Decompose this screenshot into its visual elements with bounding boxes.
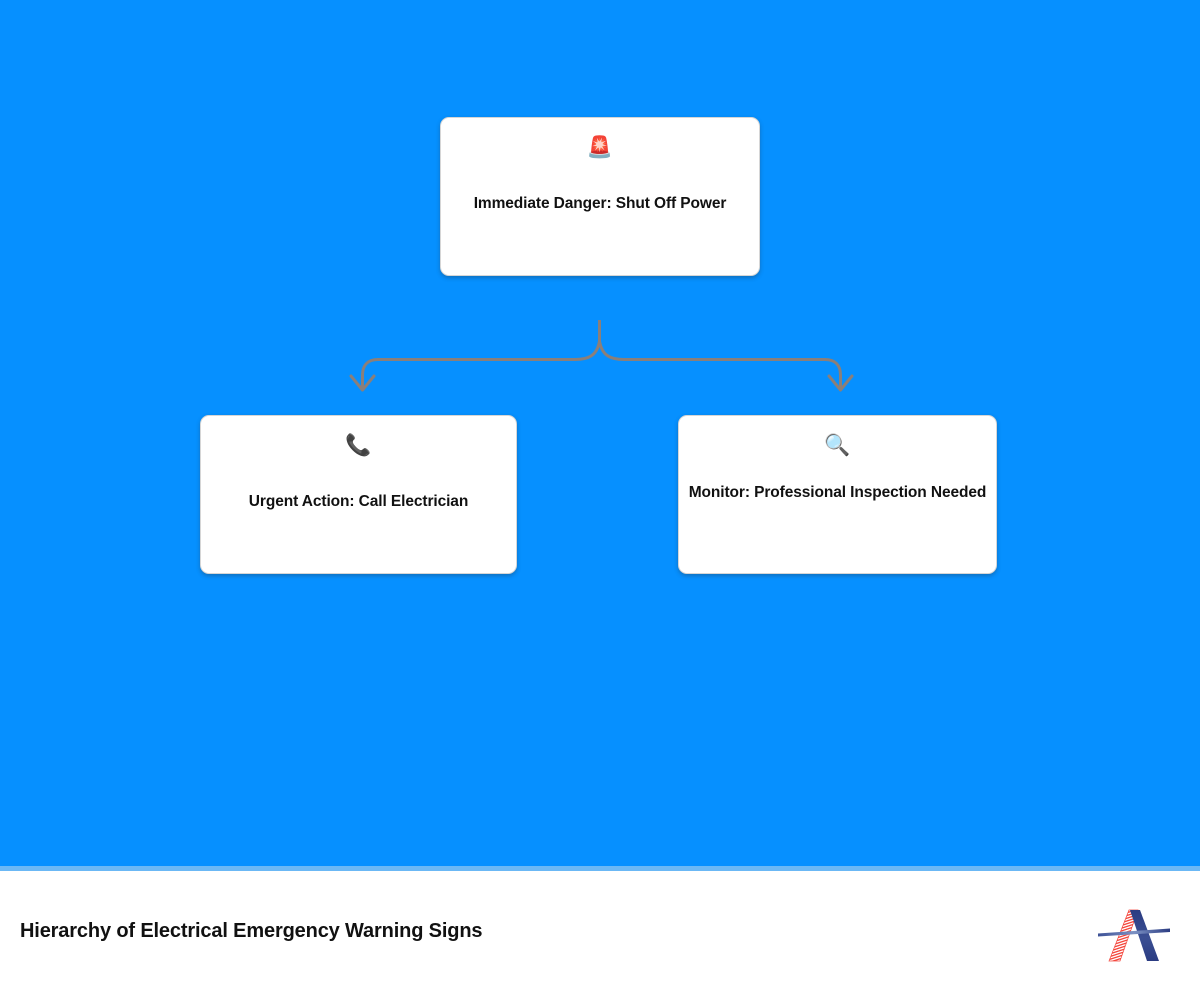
logo-crossbar [1098, 928, 1170, 937]
node-label: Urgent Action: Call Electrician [248, 493, 469, 510]
telephone-receiver-icon: 📞 [345, 434, 372, 457]
node-label: Immediate Danger: Shut Off Power [473, 195, 727, 212]
magnifying-glass-icon: 🔍 [824, 434, 851, 457]
logo-navy-stroke [1130, 910, 1159, 961]
node-label: Monitor: Professional Inspection Needed [688, 484, 987, 501]
footer-bar [0, 871, 1200, 1000]
node-urgent-action[interactable]: 📞 Urgent Action: Call Electrician [200, 415, 517, 574]
letter-a-logo [1098, 909, 1170, 962]
page-title: Hierarchy of Electrical Emergency Warnin… [20, 920, 483, 942]
node-monitor-inspection[interactable]: 🔍 Monitor: Professional Inspection Neede… [678, 415, 997, 574]
node-immediate-danger[interactable]: 🚨 Immediate Danger: Shut Off Power [440, 117, 760, 276]
canvas-bottom-edge [0, 866, 1200, 871]
rotating-light-icon: 🚨 [586, 136, 614, 159]
